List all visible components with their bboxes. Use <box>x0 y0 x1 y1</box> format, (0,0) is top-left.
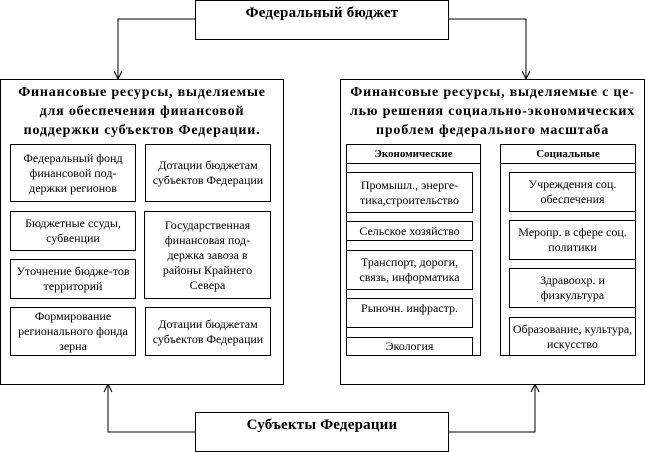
arrow-top-to-left <box>117 18 195 79</box>
left-panel-title: Финансовые ресурсы, выделяемые для обесп… <box>18 85 266 138</box>
social-item-welfare: Учреждения соц. обеспечения <box>509 172 636 212</box>
left-item-subsidies-1: Дотации бюджетам субъектов Федерации <box>145 144 271 202</box>
left-item-budget-clarification: Уточнение бюдже-тов территорий <box>10 259 136 299</box>
federation-subjects-label: Субъекты Федерации <box>246 417 398 433</box>
social-item-health: Здравоохр. и физкультура <box>509 268 636 308</box>
arrow-top-to-right <box>448 18 527 79</box>
social-item-education: Образование, культура, искусство <box>509 317 636 356</box>
left-item-subsidies-2: Дотации бюджетам субъектов Федерации <box>145 307 271 356</box>
right-panel-title: Финансовые ресурсы, выделяемые с це-лью … <box>349 85 636 138</box>
left-item-state-support-north: Государственная финансовая под-держка за… <box>144 211 271 299</box>
arrow-bottom-to-left <box>107 384 195 433</box>
econ-item-industry: Промышл., энерге-тика,строительство <box>346 172 473 213</box>
economic-header: Экономические <box>346 144 481 164</box>
social-header: Социальные <box>500 144 636 164</box>
federal-budget-label: Федеральный бюджет <box>245 5 399 21</box>
econ-item-market-infra: Рыночн. инфрастр. <box>346 298 473 328</box>
federal-budget-node: Федеральный бюджет <box>195 0 449 40</box>
left-item-budget-loans: Бюджетные ссуды, субвенции <box>10 211 136 251</box>
social-item-policy: Меропр. в сфере соц. политики <box>509 220 636 260</box>
left-item-grain-fund: Формирование регионального фонда зерна <box>10 307 136 356</box>
arrow-bottom-to-right <box>448 384 536 433</box>
econ-item-ecology: Экология <box>346 337 473 356</box>
federation-subjects-node: Субъекты Федерации <box>195 412 449 452</box>
econ-item-transport: Транспорт, дороги, связь, информатика <box>346 250 473 290</box>
econ-item-agriculture: Сельское хозяйство <box>346 221 473 241</box>
left-item-federal-fund: Федеральный фонд финансовой под-держки р… <box>10 144 136 202</box>
